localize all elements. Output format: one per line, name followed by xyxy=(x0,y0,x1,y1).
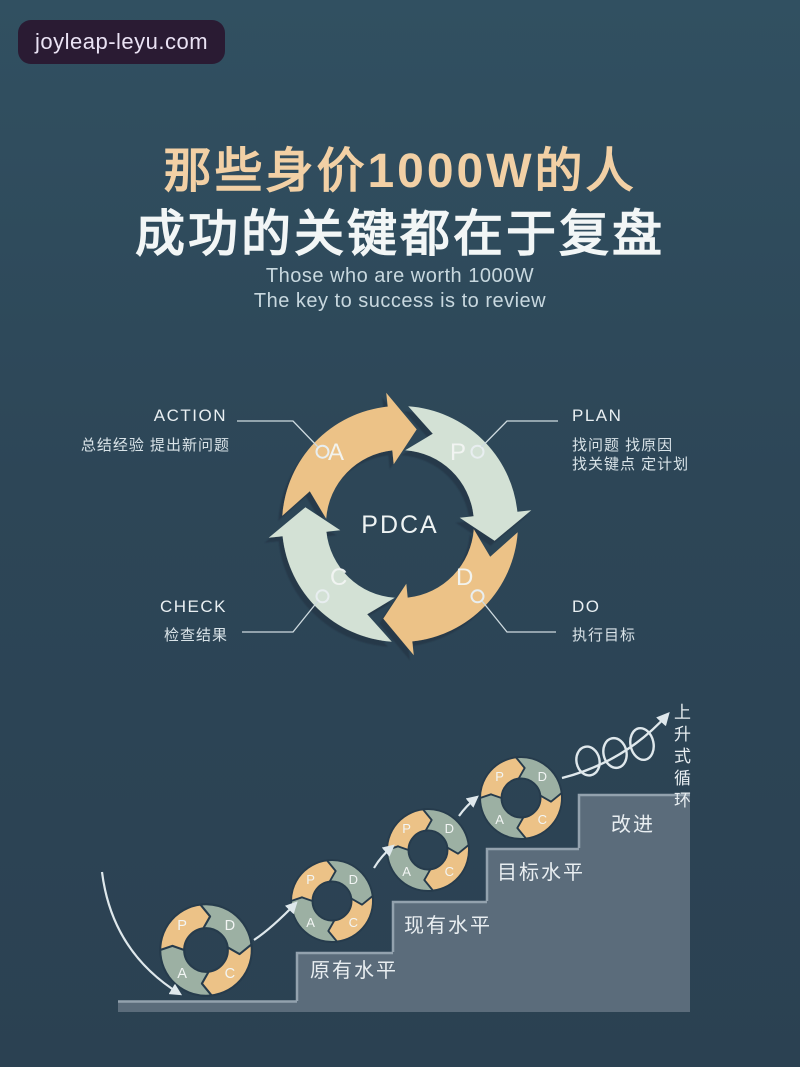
staircase xyxy=(118,793,690,1012)
watermark-badge: joyleap-leyu.com xyxy=(18,20,226,64)
wheel-letter-a: A xyxy=(306,915,315,930)
wheel3-to-wheel4-arrow-icon xyxy=(458,795,479,817)
cycle-arrow-act-to-plan xyxy=(282,392,417,519)
action-node-ring-icon xyxy=(315,444,330,459)
wheel-letter-d: D xyxy=(538,769,547,784)
plan-node-title: PLAN xyxy=(572,406,623,425)
rising-cycle-side-label: 上升式循环 xyxy=(671,703,690,813)
cycle-letter-d: D xyxy=(456,564,474,591)
cycle-letter-a: A xyxy=(328,439,345,466)
page-subtitle-line2: The key to success is to review xyxy=(253,290,547,312)
pdca-wheel-2: P D C A xyxy=(290,859,374,943)
action-connector-line xyxy=(237,420,319,448)
intro-arrow-icon xyxy=(100,871,183,996)
plan-connector-line xyxy=(481,420,558,448)
wheel-letter-c: C xyxy=(445,864,454,879)
cycle-center-label: PDCA xyxy=(361,511,439,539)
do-node-title: DO xyxy=(572,597,601,616)
plan-node-desc-line2: 找关键点 定计划 xyxy=(572,456,690,473)
step-4-edge-highlight xyxy=(577,793,690,848)
wheel-letter-d: D xyxy=(349,872,358,887)
pdca-wheel-1: P D C A xyxy=(159,903,253,997)
action-node-desc: 总结经验 提出新问题 xyxy=(80,437,230,454)
cycle-letter-p: P xyxy=(450,439,467,466)
cycle-arrow-do-to-check xyxy=(383,529,518,656)
page-subtitle-line1: Those who are worth 1000W xyxy=(265,265,535,287)
wheel-letter-a: A xyxy=(495,812,504,827)
plan-node-ring-icon xyxy=(470,444,485,459)
wheel-letter-p: P xyxy=(306,872,315,887)
wheel-letter-p: P xyxy=(495,769,504,784)
step-4 xyxy=(579,794,690,1012)
wheel1-to-wheel2-arrow-icon xyxy=(253,901,298,941)
step-2-label: 现有水平 xyxy=(404,915,492,937)
wheel-letter-c: C xyxy=(225,966,236,982)
pdca-wheel-4: P D C A xyxy=(479,756,563,840)
wheel-letter-p: P xyxy=(402,821,411,836)
wheel-letter-d: D xyxy=(445,821,454,836)
rise-arrow-icon xyxy=(561,712,670,780)
plan-node-desc-line1: 找问题 找原因 xyxy=(572,437,674,454)
do-connector-line xyxy=(481,600,556,633)
do-node-ring-icon xyxy=(470,589,485,604)
wheel-letter-p: P xyxy=(177,918,187,934)
step-1-label: 原有水平 xyxy=(310,960,398,982)
spring-icon xyxy=(561,712,670,780)
action-node-title: ACTION xyxy=(153,406,227,425)
wheel2-to-wheel3-arrow-icon xyxy=(373,844,395,869)
check-node-title: CHECK xyxy=(159,597,227,616)
watermark-text: joyleap-leyu.com xyxy=(35,29,209,54)
wheel-letter-c: C xyxy=(538,812,547,827)
pdca-wheel-3: P D C A xyxy=(386,808,470,892)
page-title-line1: 那些身价1000W的人 xyxy=(163,145,637,198)
do-node-desc: 执行目标 xyxy=(572,627,637,644)
wheel-letter-a: A xyxy=(402,864,411,879)
wheel-letter-a: A xyxy=(177,966,187,982)
page-title-line2: 成功的关键都在于复盘 xyxy=(135,206,665,262)
wheel-letter-c: C xyxy=(349,915,358,930)
cycle-letter-c: C xyxy=(330,564,348,591)
step-4-label: 改进 xyxy=(611,814,655,836)
wheel-letter-d: D xyxy=(225,918,236,934)
check-connector-line xyxy=(242,600,319,633)
check-node-desc: 检查结果 xyxy=(163,627,228,644)
check-node-ring-icon xyxy=(315,589,330,604)
step-3-label: 目标水平 xyxy=(497,862,585,884)
